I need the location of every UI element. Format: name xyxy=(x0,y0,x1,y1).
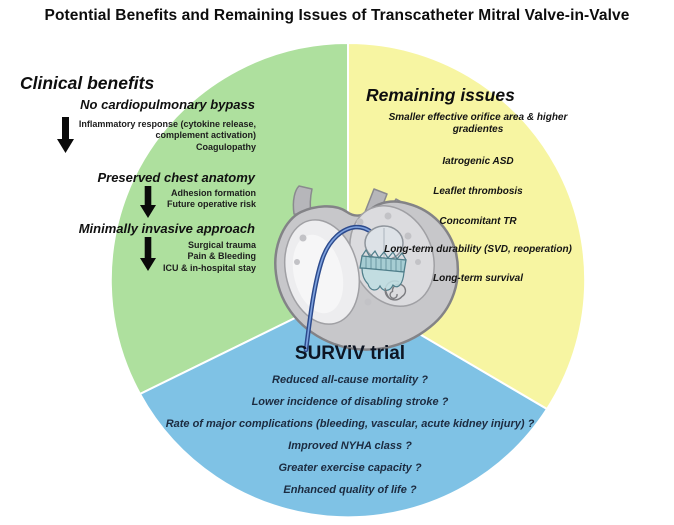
surviv-trial-heading: SURViV trial xyxy=(294,343,406,364)
remaining-issue-item: Leaflet thrombosis xyxy=(433,186,523,197)
remaining-issues-section: Remaining issues Smaller effective orifi… xyxy=(366,84,590,285)
clinical-item-details: Adhesion formation Future operative risk xyxy=(66,188,256,211)
remaining-issues-heading: Remaining issues xyxy=(366,85,515,105)
clinical-detail-line: Coagulopathy xyxy=(196,141,256,152)
trial-question: Enhanced quality of life ? xyxy=(283,484,417,496)
valve-device xyxy=(359,225,407,301)
clinical-detail-line: ICU & in-hospital stay xyxy=(162,262,256,273)
figure-title: Potential Benefits and Remaining Issues … xyxy=(44,7,630,24)
remaining-issue-item: Concomitant TR xyxy=(439,216,517,227)
clinical-detail-line: Adhesion formation xyxy=(171,188,256,198)
trial-question: Greater exercise capacity ? xyxy=(278,462,422,474)
tissue-dots xyxy=(294,212,421,306)
surviv-trial-section: SURViV trial Reduced all-cause mortality… xyxy=(137,342,563,496)
trial-question: Improved NYHA class ? xyxy=(288,440,412,452)
remaining-issue-item: Iatrogenic ASD xyxy=(442,156,514,167)
trial-question: Lower incidence of disabling stroke ? xyxy=(251,396,449,408)
clinical-detail-line: Pain & Bleeding xyxy=(187,251,256,262)
heart-illustration xyxy=(274,185,460,353)
clinical-detail-line: complement activation) xyxy=(155,130,256,141)
down-arrow-icon xyxy=(57,117,74,153)
clinical-detail-line: Future operative risk xyxy=(166,199,256,210)
down-arrow-icon xyxy=(140,186,156,218)
down-arrow-icon xyxy=(140,237,156,271)
clinical-item-label: Minimally invasive approach xyxy=(78,221,255,236)
clinical-item-label: Preserved chest anatomy xyxy=(97,170,255,185)
clinical-item-details: Surgical trauma Pain & Bleeding ICU & in… xyxy=(66,240,256,274)
remaining-issue-item: Long-term survival xyxy=(432,273,524,284)
remaining-issue-item: Smaller effective orifice area & higher … xyxy=(388,112,568,135)
clinical-detail-line: Inflammatory response (cytokine release, xyxy=(78,119,256,129)
remaining-issue-item: Long-term durability (SVD, reoperation) xyxy=(384,244,572,255)
clinical-item-details: Inflammatory response (cytokine release,… xyxy=(66,119,256,153)
clinical-item-label: No cardiopulmonary bypass xyxy=(80,97,255,112)
trial-question: Rate of major complications (bleeding, v… xyxy=(165,418,535,430)
clinical-detail-line: Surgical trauma xyxy=(187,240,256,250)
catheter-highlight xyxy=(305,226,373,351)
trial-question: Reduced all-cause mortality ? xyxy=(272,374,428,386)
clinical-benefits-section: Clinical benefits No cardiopulmonary byp… xyxy=(20,72,256,282)
clinical-benefits-heading: Clinical benefits xyxy=(20,73,155,93)
surviv-trial-sector xyxy=(139,291,548,519)
